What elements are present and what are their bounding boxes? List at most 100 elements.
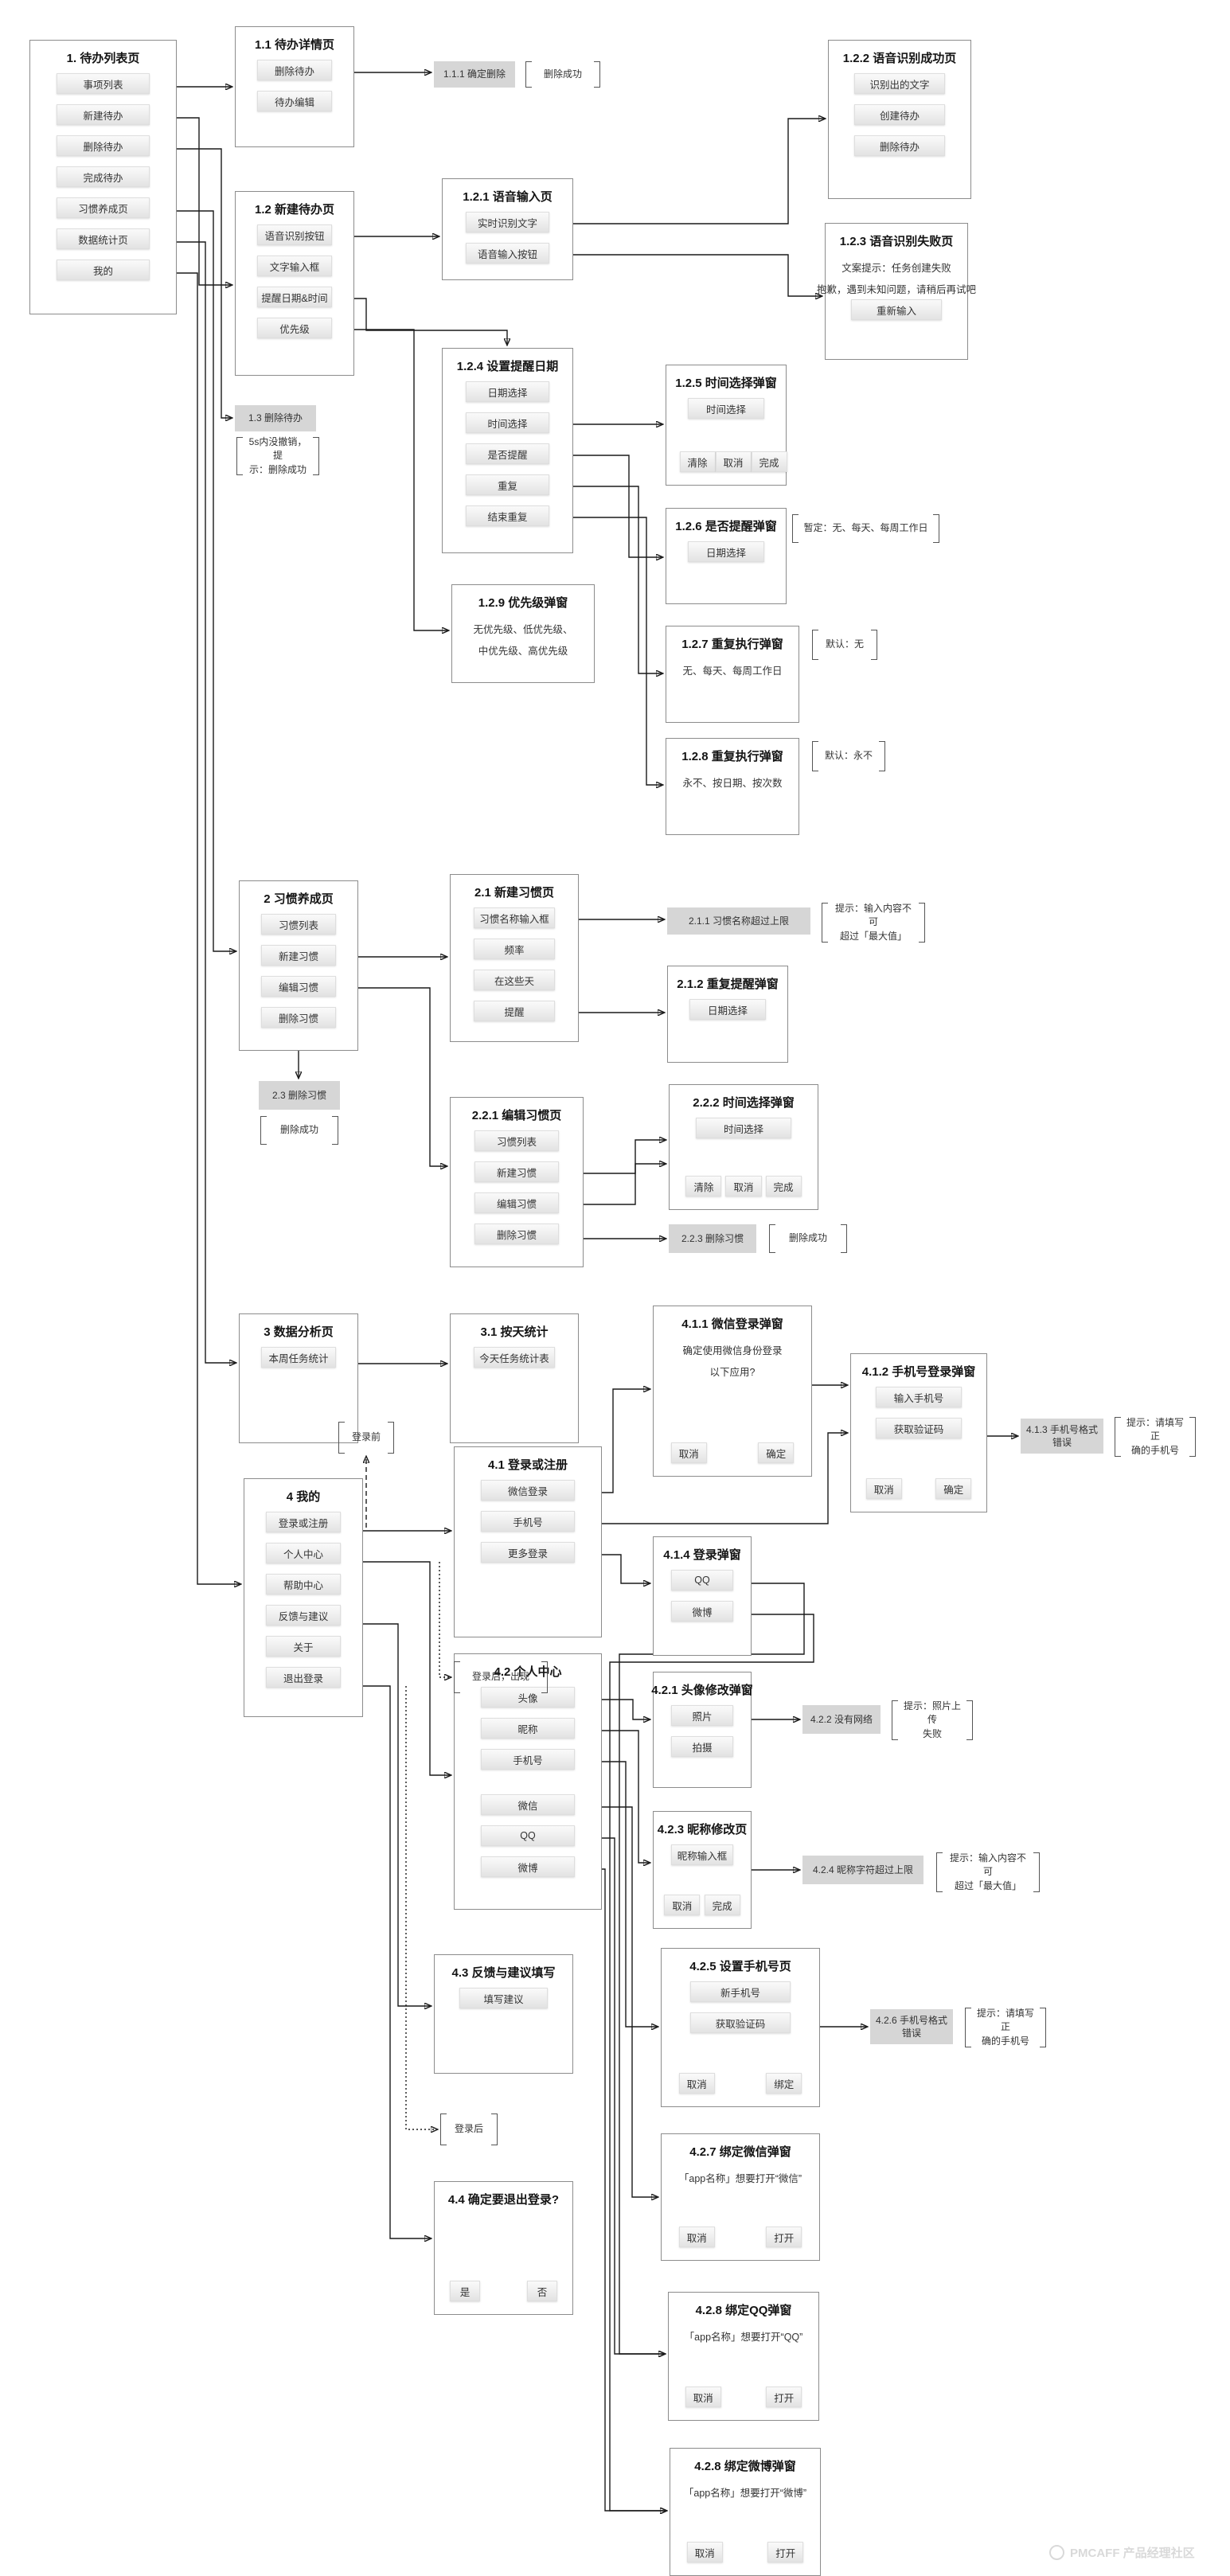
node-button[interactable]: 语音输入按钮 [466, 243, 549, 263]
node-button[interactable]: 重新输入 [851, 299, 942, 320]
node-button[interactable]: 待办编辑 [256, 91, 333, 111]
node-button[interactable]: 微博 [481, 1856, 575, 1877]
node-button[interactable]: 时间选择 [688, 398, 764, 419]
panel-title: 4.1.4 登录弹窗 [663, 1548, 741, 1562]
node-button[interactable]: 新建待办 [56, 104, 150, 125]
node-button[interactable]: 今天任务统计表 [473, 1347, 556, 1368]
node-button[interactable]: 绑定 [766, 2073, 802, 2094]
node-button[interactable]: 事项列表 [56, 73, 150, 94]
node-button[interactable]: 微信 [481, 1794, 575, 1815]
node-button[interactable]: QQ [481, 1825, 575, 1846]
node-button[interactable]: 时间选择 [696, 1118, 791, 1138]
node-button[interactable]: 完成 [751, 451, 787, 472]
node-button[interactable]: 退出登录 [265, 1667, 342, 1688]
node-button[interactable]: 昵称输入框 [670, 1844, 734, 1865]
node-button[interactable]: 本周任务统计 [260, 1347, 337, 1368]
node-button[interactable]: 提醒 [473, 1001, 556, 1021]
node-button[interactable]: 文字输入框 [256, 256, 333, 276]
node-button[interactable]: 新建习惯 [260, 945, 337, 966]
node-button[interactable]: 反馈与建议 [265, 1605, 342, 1626]
node-button[interactable]: 获取验证码 [875, 1418, 963, 1438]
node-button[interactable]: 删除待办 [256, 60, 333, 80]
node-button[interactable]: 微信登录 [481, 1480, 575, 1501]
node-button[interactable]: 昵称 [481, 1718, 575, 1739]
panel-text: 无优先级、低优先级、 [473, 624, 573, 635]
node-button[interactable]: 删除待办 [56, 135, 150, 156]
node-button[interactable]: 取消 [678, 2073, 715, 2094]
node-button[interactable]: 清除 [679, 451, 716, 472]
panel-title: 1.2.8 重复执行弹窗 [681, 750, 783, 763]
node-button[interactable]: 照片 [670, 1705, 734, 1726]
node-button[interactable]: 取消 [664, 1895, 701, 1915]
node-button[interactable]: 日期选择 [688, 541, 764, 562]
node-button[interactable]: 个人中心 [265, 1543, 342, 1563]
node-button[interactable]: 微博 [670, 1601, 734, 1622]
node-button[interactable]: 创建待办 [854, 104, 945, 125]
node-button[interactable]: 取消 [685, 2387, 721, 2407]
node-button[interactable]: 填写建议 [459, 1988, 548, 2008]
node-button[interactable]: 确定 [758, 1442, 795, 1463]
node-button[interactable]: 拍摄 [670, 1736, 734, 1757]
node-button[interactable]: 完成 [704, 1895, 740, 1915]
node-button[interactable]: 优先级 [256, 318, 333, 338]
node-button[interactable]: 取消 [670, 1442, 707, 1463]
node-button[interactable]: 编辑习惯 [474, 1192, 560, 1213]
node-button[interactable]: 习惯列表 [474, 1130, 560, 1151]
panel-title: 1.2.9 优先级弹窗 [478, 596, 568, 610]
node-button[interactable]: 完成 [765, 1176, 802, 1196]
node-button[interactable]: 重复 [466, 474, 549, 495]
node-button[interactable]: 取消 [686, 2542, 723, 2562]
node-button[interactable]: 帮助中心 [265, 1574, 342, 1594]
node-button[interactable]: 头像 [481, 1687, 575, 1708]
node-button[interactable]: 删除习惯 [260, 1007, 337, 1028]
node-button[interactable]: 清除 [685, 1176, 722, 1196]
node-button[interactable]: 数据统计页 [56, 228, 150, 249]
node-button[interactable]: 删除待办 [854, 135, 945, 156]
node-button[interactable]: 取消 [678, 2227, 715, 2247]
node-button[interactable]: 取消 [725, 1176, 762, 1196]
node-button[interactable]: 确定 [935, 1478, 972, 1499]
node-button[interactable]: 输入手机号 [875, 1387, 963, 1407]
node-button[interactable]: 提醒日期&时间 [256, 287, 333, 307]
node-button[interactable]: 日期选择 [689, 999, 766, 1020]
node-button[interactable]: 打开 [766, 2227, 802, 2247]
flow-arrow [145, 241, 236, 1363]
node-button[interactable]: 是否提醒 [466, 443, 549, 464]
node-button[interactable]: 识别出的文字 [854, 73, 945, 94]
node-button[interactable]: 在这些天 [473, 970, 556, 990]
node-button[interactable]: 更多登录 [481, 1542, 575, 1563]
node-button[interactable]: 结束重复 [466, 505, 549, 526]
node-button[interactable]: 新建习惯 [474, 1161, 560, 1182]
node-button[interactable]: 新手机号 [689, 1981, 791, 2002]
node-button[interactable]: 我的 [56, 260, 150, 280]
node-button[interactable]: 习惯名称输入框 [473, 907, 556, 928]
flow-arrow [347, 1561, 451, 1775]
panel-title: 2 习惯养成页 [264, 892, 334, 906]
node-button[interactable]: 打开 [767, 2542, 804, 2562]
node-button[interactable]: 登录或注册 [265, 1512, 342, 1532]
node-button[interactable]: 时间选择 [466, 412, 549, 433]
node-button[interactable]: 取消 [715, 451, 752, 472]
node-button[interactable]: 完成待办 [56, 166, 150, 187]
node-button[interactable]: 是 [450, 2281, 481, 2301]
node-button[interactable]: 习惯列表 [260, 914, 337, 935]
node-button[interactable]: 打开 [766, 2387, 802, 2407]
node-button[interactable]: 手机号 [481, 1511, 575, 1532]
node-button[interactable]: 编辑习惯 [260, 976, 337, 997]
node-button[interactable]: 语音识别按钮 [256, 224, 333, 245]
node-button[interactable]: 获取验证码 [689, 2012, 791, 2033]
watermark-text: PMCAFF 产品经理社区 [1070, 2547, 1195, 2560]
node-button[interactable]: 取消 [865, 1478, 902, 1499]
node-button[interactable]: 删除习惯 [474, 1224, 560, 1244]
node-button[interactable]: 日期选择 [466, 381, 549, 402]
node-button[interactable]: QQ [670, 1570, 734, 1590]
node-button[interactable]: 否 [526, 2281, 557, 2301]
node-button[interactable]: 习惯养成页 [56, 197, 150, 218]
panel-1: 1. 待办列表页事项列表新建待办删除待办完成待办习惯养成页数据统计页我的 [29, 40, 177, 314]
node-button[interactable]: 实时识别文字 [466, 212, 549, 232]
node-button[interactable]: 手机号 [481, 1749, 575, 1770]
flow-arrow [557, 254, 822, 296]
panel-title: 1.2.4 设置提醒日期 [456, 360, 559, 373]
node-button[interactable]: 频率 [473, 939, 556, 959]
node-button[interactable]: 关于 [265, 1636, 342, 1657]
